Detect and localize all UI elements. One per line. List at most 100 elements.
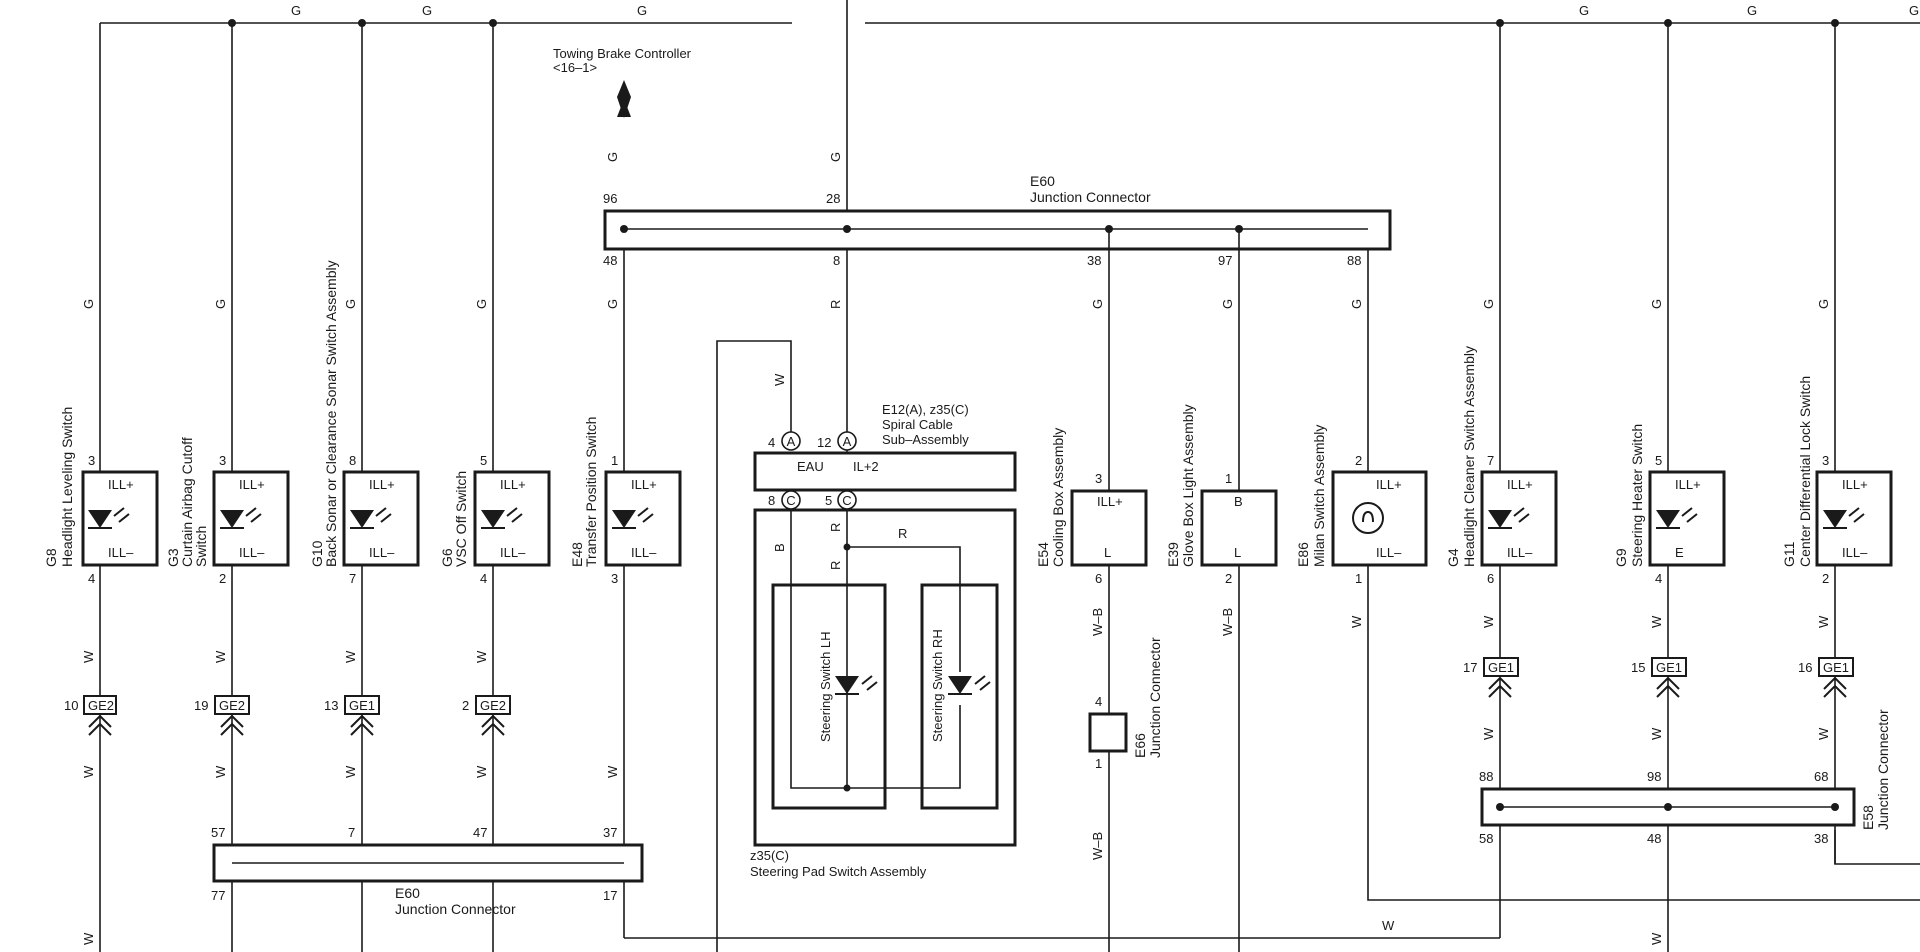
wire-label: W xyxy=(343,765,358,778)
terminal-ill-minus: ILL– xyxy=(239,545,265,560)
pin-label: 68 xyxy=(1814,769,1828,784)
pin-label: 88 xyxy=(1347,253,1361,268)
steering-pad-switch-assembly: Steering Switch LH Steering Switch RH B … xyxy=(750,508,1017,879)
pin-label: 57 xyxy=(211,825,225,840)
pin-label: 28 xyxy=(826,191,840,206)
e60-bottom-code: E60 xyxy=(395,885,420,901)
ge-pin: 15 xyxy=(1631,660,1645,675)
ge-label: GE2 xyxy=(480,698,506,713)
ge-label: GE1 xyxy=(349,698,375,713)
switch-g10: ILL+ ILL– 8 7 G10 Back Sonar or Clearanc… xyxy=(309,260,420,586)
terminal-e: E xyxy=(1675,545,1684,560)
wire-label: W xyxy=(772,373,787,386)
terminal-ill-plus: ILL+ xyxy=(1675,477,1701,492)
pin-label: 5 xyxy=(825,493,832,508)
terminal-ill-plus: ILL+ xyxy=(1097,494,1123,509)
terminal-ill-minus: ILL– xyxy=(1507,545,1533,560)
wire-label: W xyxy=(1649,932,1664,945)
terminal-b: B xyxy=(1234,494,1243,509)
pin-label: 4 xyxy=(480,571,487,586)
terminal-ill-plus: ILL+ xyxy=(1507,477,1533,492)
wire-label: G xyxy=(474,299,489,309)
bus-wire-label: G xyxy=(1579,3,1589,18)
pin-label: 1 xyxy=(611,453,618,468)
wire-label: W xyxy=(474,765,489,778)
switch-g9: ILL+ E 5 4 G9 Steering Heater Switch GE1… xyxy=(1613,424,1726,698)
pin-label: 2 xyxy=(1355,453,1362,468)
wire-label: R xyxy=(898,526,907,541)
towing-ref: <16–1> xyxy=(553,60,597,75)
pin-label: 3 xyxy=(611,571,618,586)
wire-label: R xyxy=(828,300,843,309)
pin-label: 3 xyxy=(219,453,226,468)
ge-pin: 10 xyxy=(64,698,78,713)
pin-label: 1 xyxy=(1225,471,1232,486)
conn-a-label: A xyxy=(787,434,796,449)
wire-label: G xyxy=(81,299,96,309)
pad-code: z35(C) xyxy=(750,848,789,863)
e60-bottom-name: Junction Connector xyxy=(395,901,516,917)
wire-label: W xyxy=(1649,727,1664,740)
component-e86: ILL+ ILL– 2 1 E86 Milan Switch Assembly xyxy=(1295,425,1428,586)
wire-label: G xyxy=(828,152,843,162)
ge-label: GE1 xyxy=(1488,660,1514,675)
wire-label: W–B xyxy=(1090,832,1105,860)
switch-name: Back Sonar or Clearance Sonar Switch Ass… xyxy=(323,260,339,567)
pin-label: 2 xyxy=(1822,571,1829,586)
bus-wire-label: G xyxy=(291,3,301,18)
switch-name: Headlight Cleaner Switch Assembly xyxy=(1461,346,1477,567)
pin-label: 48 xyxy=(603,253,617,268)
bus-wire-label: G xyxy=(1747,3,1757,18)
switch-name: VSC Off Switch xyxy=(453,471,469,567)
spiral-name-1: Spiral Cable xyxy=(882,417,953,432)
wire-label: W xyxy=(213,650,228,663)
switch-g11: ILL+ ILL– 3 2 G11 Center Differential Lo… xyxy=(1781,376,1893,698)
wire-label: W xyxy=(605,765,620,778)
e66-code: E66 xyxy=(1132,733,1148,758)
terminal-ill-minus: ILL– xyxy=(1376,545,1402,560)
e58-name: Junction Connector xyxy=(1875,709,1891,830)
wire-label: W xyxy=(213,765,228,778)
switch-name: Headlight Leveling Switch xyxy=(59,407,75,567)
terminal-ill-plus: ILL+ xyxy=(369,477,395,492)
wire-label: W xyxy=(1349,615,1364,628)
pin-label: 4 xyxy=(1655,571,1662,586)
ge-pin: 16 xyxy=(1798,660,1812,675)
e58-code: E58 xyxy=(1860,805,1876,830)
switch-code: G3 xyxy=(165,548,181,567)
wire-label: G xyxy=(1090,299,1105,309)
ge-pin: 13 xyxy=(324,698,338,713)
bus-wire-label: G xyxy=(422,3,432,18)
terminal-ill-plus: ILL+ xyxy=(108,477,134,492)
top-ground-bus: G G G G G G xyxy=(100,0,1920,438)
conn-a-label: A xyxy=(843,434,852,449)
wire-label: R xyxy=(828,523,843,532)
wire-label: W xyxy=(1481,615,1496,628)
switch-code: G6 xyxy=(439,548,455,567)
steering-switch-lh: Steering Switch LH xyxy=(818,631,833,742)
ge-pin: 2 xyxy=(462,698,469,713)
terminal-l: L xyxy=(1234,545,1241,560)
pin-label: 7 xyxy=(348,825,355,840)
switch-name: Curtain Airbag Cutoff xyxy=(179,437,195,567)
ge-label: GE1 xyxy=(1656,660,1682,675)
wire-label: G xyxy=(1220,299,1235,309)
terminal-ill-plus: ILL+ xyxy=(1376,477,1402,492)
wire-label: W–B xyxy=(1090,608,1105,636)
switch-name: Transfer Position Switch xyxy=(583,417,599,567)
terminal-ill-plus: ILL+ xyxy=(1842,477,1868,492)
wire-label: W xyxy=(1649,615,1664,628)
wire-label: W xyxy=(1481,727,1496,740)
pin-label: 12 xyxy=(817,435,831,450)
switch-code: G4 xyxy=(1445,548,1461,567)
pin-label: 7 xyxy=(1487,453,1494,468)
pin-label: 96 xyxy=(603,191,617,206)
middle-wires: G G G W–B W–B W–B W W xyxy=(1090,229,1920,952)
pin-label: 1 xyxy=(1095,756,1102,771)
towing-label: Towing Brake Controller xyxy=(553,46,692,61)
component-code: E86 xyxy=(1295,542,1311,567)
pin-label: 4 xyxy=(1095,694,1102,709)
pin-label: 5 xyxy=(1655,453,1662,468)
wire-label: W xyxy=(81,650,96,663)
ge-pin: 17 xyxy=(1463,660,1477,675)
